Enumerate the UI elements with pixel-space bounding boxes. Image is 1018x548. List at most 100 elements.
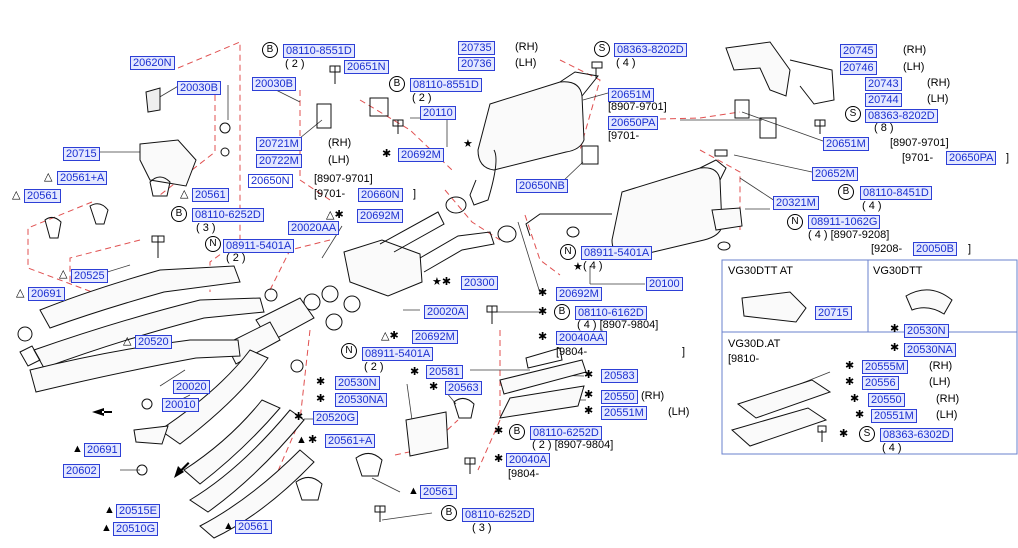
part-20525[interactable]: 20525	[71, 269, 108, 283]
part-08363-8202D[interactable]: 08363-8202D	[614, 43, 687, 57]
part-20651M-b[interactable]: 20651M	[823, 137, 869, 151]
part-08911-5401A-b[interactable]: 08911-5401A	[362, 347, 434, 361]
part-20563[interactable]: 20563	[445, 381, 482, 395]
part-20030B[interactable]: 20030B	[177, 81, 221, 95]
left-arrow-icon	[92, 408, 112, 416]
panel-shield-shape	[905, 289, 953, 315]
part-20735[interactable]: 20735	[458, 41, 495, 55]
part-20556[interactable]: 20556	[862, 376, 899, 390]
part-20581[interactable]: 20581	[426, 365, 463, 379]
part-20110[interactable]: 20110	[420, 106, 456, 120]
asterisk-icon: ✱	[410, 366, 420, 378]
part-08110-8551D-2[interactable]: 08110-8551D	[410, 78, 482, 92]
part-08363-8202D-b[interactable]: 08363-8202D	[865, 109, 938, 123]
part-08911-1062G[interactable]: 08911-1062G	[808, 215, 881, 229]
part-20040A[interactable]: 20040A	[506, 453, 550, 467]
part-20561-A-b[interactable]: 20561+A	[325, 434, 376, 448]
part-20010[interactable]: 20010	[162, 398, 199, 412]
part-20743[interactable]: 20743	[865, 77, 902, 91]
star-asterisk-icon: ★✱	[432, 276, 452, 288]
part-20020AA[interactable]: 20020AA	[288, 221, 340, 235]
part-20550-b[interactable]: 20550	[868, 393, 905, 407]
part-20561-d[interactable]: 20561	[235, 520, 272, 534]
part-20555M[interactable]: 20555M	[862, 360, 908, 374]
date-from: [9701-	[902, 152, 934, 164]
part-08110-8451D[interactable]: 08110-8451D	[860, 186, 932, 200]
part-20520[interactable]: 20520	[135, 335, 172, 349]
part-20744[interactable]: 20744	[865, 93, 902, 107]
part-shapes	[17, 41, 953, 539]
part-20520G[interactable]: 20520G	[313, 411, 359, 425]
part-20715-b[interactable]: 20715	[815, 306, 852, 320]
part-20561-c[interactable]: 20561	[420, 485, 457, 499]
part-08110-6252D-c[interactable]: 08110-6252D	[462, 508, 534, 522]
date-close: ]	[968, 243, 972, 255]
part-20550[interactable]: 20550	[601, 390, 638, 404]
part-08110-6252D-b[interactable]: 08110-6252D	[530, 426, 602, 440]
part-20530N-b[interactable]: 20530N	[904, 324, 949, 338]
part-20510G[interactable]: 20510G	[113, 522, 159, 536]
part-20561[interactable]: 20561	[24, 189, 61, 203]
part-20551M[interactable]: 20551M	[601, 406, 647, 420]
part-20691[interactable]: 20691	[28, 287, 65, 301]
qty-4: ( 4 )	[583, 260, 603, 272]
side-rh: (RH)	[903, 44, 927, 56]
part-20692M-b[interactable]: 20692M	[357, 209, 403, 223]
part-20745[interactable]: 20745	[840, 44, 877, 58]
part-20020[interactable]: 20020	[173, 380, 210, 394]
qty-2: ( 2 )	[226, 252, 246, 264]
part-08110-8551D[interactable]: 08110-8551D	[283, 44, 355, 58]
part-20561-A[interactable]: 20561+A	[57, 171, 108, 185]
part-20651N[interactable]: 20651N	[344, 60, 389, 74]
part-20100[interactable]: 20100	[646, 277, 683, 291]
side-lh: (LH)	[936, 409, 958, 421]
part-20530NA-b[interactable]: 20530NA	[904, 343, 956, 357]
part-08911-5401A-c[interactable]: 08911-5401A	[581, 246, 653, 260]
triangle-open-icon: △	[123, 335, 132, 347]
asterisk-icon: ✱	[584, 389, 594, 401]
screw-s-icon: S	[859, 426, 875, 442]
part-20583[interactable]: 20583	[601, 369, 638, 383]
part-20020A[interactable]: 20020A	[424, 305, 468, 319]
part-20620N[interactable]: 20620N	[130, 56, 175, 70]
part-20692M[interactable]: 20692M	[398, 148, 444, 162]
asterisk-icon: ✱	[382, 148, 392, 160]
part-20650N[interactable]: 20650N	[248, 174, 293, 188]
part-20321M[interactable]: 20321M	[773, 196, 819, 210]
part-20691-b[interactable]: 20691	[84, 443, 121, 457]
part-20692M-d[interactable]: 20692M	[556, 287, 602, 301]
asterisk-icon: ✱	[316, 376, 326, 388]
part-20551M-b[interactable]: 20551M	[871, 409, 917, 423]
part-20530NA[interactable]: 20530NA	[335, 393, 387, 407]
part-20650NB[interactable]: 20650NB	[516, 179, 568, 193]
bolt-b-icon: B	[389, 76, 405, 92]
triangle-open-icon: △	[44, 171, 53, 183]
part-20746[interactable]: 20746	[840, 61, 877, 75]
part-20515E[interactable]: 20515E	[116, 504, 160, 518]
bolt-b-icon: B	[554, 304, 570, 320]
part-20722M[interactable]: 20722M	[256, 154, 302, 168]
part-20651M[interactable]: 20651M	[608, 88, 654, 102]
part-20650PA-b[interactable]: 20650PA	[946, 151, 997, 165]
part-20650PA[interactable]: 20650PA	[608, 116, 659, 130]
side-rh: (RH)	[929, 360, 953, 372]
part-20300[interactable]: 20300	[461, 276, 498, 290]
part-20530N[interactable]: 20530N	[335, 376, 380, 390]
part-08110-6162D[interactable]: 08110-6162D	[575, 306, 647, 320]
part-20652M[interactable]: 20652M	[812, 167, 858, 181]
part-20715[interactable]: 20715	[63, 147, 100, 161]
part-08363-6302D[interactable]: 08363-6302D	[880, 428, 953, 442]
date-from: [9804-	[556, 346, 588, 358]
part-20561-b[interactable]: 20561	[192, 188, 229, 202]
part-20040AA[interactable]: 20040AA	[556, 331, 608, 345]
part-20692M-c[interactable]: 20692M	[412, 330, 458, 344]
part-20602[interactable]: 20602	[63, 464, 100, 478]
part-20660N[interactable]: 20660N	[358, 188, 403, 202]
part-20721M[interactable]: 20721M	[256, 137, 302, 151]
part-08110-6252D[interactable]: 08110-6252D	[192, 208, 264, 222]
part-20030B-2[interactable]: 20030B	[252, 77, 296, 91]
side-lh: (LH)	[668, 406, 690, 418]
part-20736[interactable]: 20736	[458, 57, 495, 71]
part-20050B[interactable]: 20050B	[913, 242, 957, 256]
part-08911-5401A[interactable]: 08911-5401A	[223, 239, 295, 253]
